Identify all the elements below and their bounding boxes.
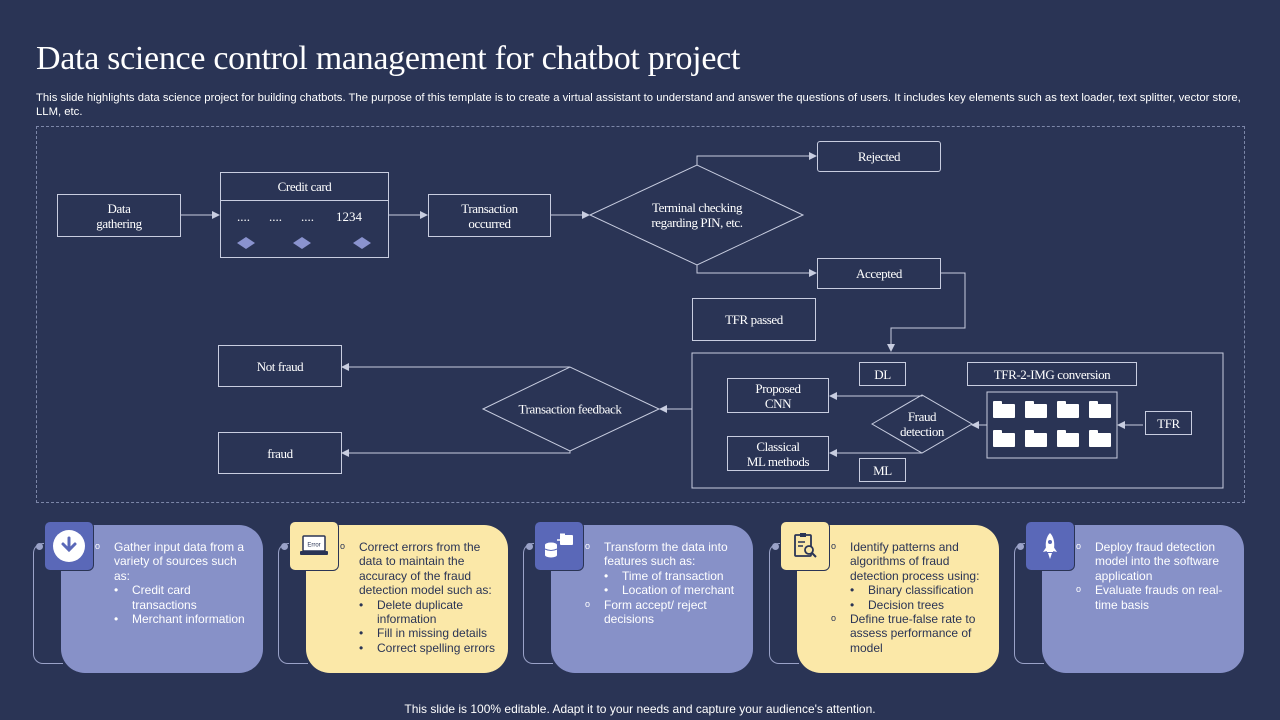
transaction-occurred-box: Transaction occurred bbox=[428, 194, 551, 237]
arrow-to-rejected bbox=[696, 152, 817, 165]
card-4-item-2: Binary classification bbox=[830, 583, 990, 598]
folder-icon bbox=[993, 401, 1015, 418]
card-5-item-1: Deploy fraud detection model into the so… bbox=[1075, 539, 1235, 583]
card-dots-2: .... bbox=[269, 209, 282, 224]
accepted-label: Accepted bbox=[856, 266, 902, 281]
laptop-error-text: Error bbox=[307, 543, 320, 549]
folder-icon bbox=[1025, 401, 1047, 418]
transaction-occurred-label: Transaction occurred bbox=[461, 200, 518, 231]
data-gathering-label: Data gathering bbox=[96, 200, 142, 231]
card-5-text: Deploy fraud detection model into the so… bbox=[1075, 539, 1235, 612]
tfr-2-img-box: TFR-2-IMG conversion bbox=[967, 362, 1137, 386]
terminal-checking-label: Terminal checking regarding PIN, etc. bbox=[651, 200, 743, 230]
tfr-label: TFR bbox=[1157, 415, 1180, 431]
document-search-icon bbox=[794, 533, 817, 558]
card-3-item-4: Form accept/ reject decisions bbox=[584, 597, 744, 627]
folder-icon bbox=[1025, 430, 1047, 447]
card-1-item-3: Merchant information bbox=[94, 612, 254, 627]
data-gathering-box: Data gathering bbox=[57, 194, 181, 237]
card-3-text: Transform the data into features such as… bbox=[584, 539, 744, 627]
transaction-feedback-diamond bbox=[481, 366, 661, 452]
transaction-feedback-label: Transaction feedback bbox=[518, 401, 622, 417]
card-dots-3: .... bbox=[301, 209, 314, 224]
card-4-item-4: Define true-false rate to assess perform… bbox=[830, 611, 990, 655]
tfr-2-img-label: TFR-2-IMG conversion bbox=[993, 366, 1111, 382]
ml-label: ML bbox=[873, 462, 892, 478]
card-2-item-4: Correct spelling errors bbox=[339, 641, 499, 656]
arrow-to-accepted bbox=[696, 265, 817, 277]
tfr-passed-box: TFR passed bbox=[692, 298, 816, 341]
card-4-item-3: Decision trees bbox=[830, 598, 990, 613]
card-dots-1: .... bbox=[237, 209, 250, 224]
card-3-item-2: Time of transaction bbox=[584, 569, 744, 584]
classical-ml-box: Classical ML methods bbox=[727, 436, 829, 471]
not-fraud-label: Not fraud bbox=[256, 358, 304, 374]
folder-icon bbox=[1057, 401, 1079, 418]
card-4-item-1: Identify patterns and algorithms of frau… bbox=[830, 539, 990, 583]
ml-box: ML bbox=[859, 458, 906, 482]
card-2-text: Correct errors from the data to maintain… bbox=[339, 539, 499, 656]
folder-icon bbox=[1089, 430, 1111, 447]
folder-grid-box bbox=[986, 391, 1118, 459]
slide-title: Data science control management for chat… bbox=[36, 40, 741, 77]
dl-label: DL bbox=[874, 366, 891, 382]
card-2-icon-box: Error bbox=[289, 521, 339, 571]
fraud-label: fraud bbox=[267, 445, 293, 461]
proposed-cnn-label: Proposed CNN bbox=[755, 380, 801, 411]
card-2-bracket-dot bbox=[281, 543, 288, 550]
card-1-icon-box bbox=[44, 521, 94, 571]
classical-ml-label: Classical ML methods bbox=[746, 438, 810, 469]
card-3-item-1: Transform the data into features such as… bbox=[584, 539, 744, 569]
arrow-to-fraud bbox=[341, 449, 571, 457]
proposed-cnn-box: Proposed CNN bbox=[727, 378, 829, 413]
folder-icon bbox=[1089, 401, 1111, 418]
card-3-bracket-dot bbox=[526, 543, 533, 550]
arrow-fraud-to-cnn bbox=[829, 392, 923, 400]
diamond-gem-icon bbox=[353, 237, 371, 249]
card-3-icon-box bbox=[534, 521, 584, 571]
dl-box: DL bbox=[859, 362, 906, 386]
card-1-item-2: Credit card transactions bbox=[94, 583, 254, 612]
system-box bbox=[691, 352, 1224, 489]
card-4-text: Identify patterns and algorithms of frau… bbox=[830, 539, 990, 655]
rocket-icon bbox=[1043, 533, 1057, 559]
card-4-bracket-dot bbox=[772, 543, 779, 550]
card-2-item-3: Fill in missing details bbox=[339, 626, 499, 641]
credit-card-label: Credit card bbox=[221, 173, 388, 201]
slide-footer: This slide is 100% editable. Adapt it to… bbox=[404, 702, 876, 716]
rejected-box: Rejected bbox=[817, 141, 941, 172]
card-number: 1234 bbox=[336, 209, 362, 224]
card-2-item-1: Correct errors from the data to maintain… bbox=[339, 539, 499, 598]
download-icon bbox=[53, 530, 85, 562]
fraud-detection-diamond bbox=[871, 394, 973, 454]
laptop-error-icon: Error bbox=[300, 535, 328, 555]
arrow-accepted-to-system bbox=[887, 272, 966, 352]
tfr-passed-label: TFR passed bbox=[725, 312, 783, 327]
diagram-frame bbox=[36, 126, 1245, 503]
card-2-item-2: Delete duplicate information bbox=[339, 598, 499, 627]
not-fraud-box: Not fraud bbox=[218, 345, 342, 387]
rejected-label: Rejected bbox=[857, 149, 901, 164]
card-5-item-2: Evaluate frauds on real-time basis bbox=[1075, 582, 1235, 612]
fraud-detection-label: Fraud detection bbox=[899, 409, 945, 439]
accepted-box: Accepted bbox=[817, 258, 941, 289]
folder-icon bbox=[1057, 430, 1079, 447]
card-3-item-3: Location of merchant bbox=[584, 583, 744, 598]
card-4-icon-box bbox=[780, 521, 830, 571]
card-1-bracket-dot bbox=[36, 543, 43, 550]
card-1-item-1: Gather input data from a variety of sour… bbox=[94, 539, 254, 583]
folder-icon bbox=[993, 430, 1015, 447]
diamond-gem-icon bbox=[293, 237, 311, 249]
fraud-box: fraud bbox=[218, 432, 342, 474]
card-5-icon-box bbox=[1025, 521, 1075, 571]
slide-subtitle: This slide highlights data science proje… bbox=[36, 92, 1241, 118]
card-5-bracket-dot bbox=[1017, 543, 1024, 550]
tfr-box: TFR bbox=[1145, 411, 1192, 435]
terminal-checking-diamond bbox=[588, 164, 805, 266]
card-1-text: Gather input data from a variety of sour… bbox=[94, 539, 254, 627]
diamond-gem-icon bbox=[237, 237, 255, 249]
data-transfer-icon bbox=[544, 533, 573, 558]
credit-card-box: Credit card .... .... .... 1234 bbox=[220, 172, 389, 258]
